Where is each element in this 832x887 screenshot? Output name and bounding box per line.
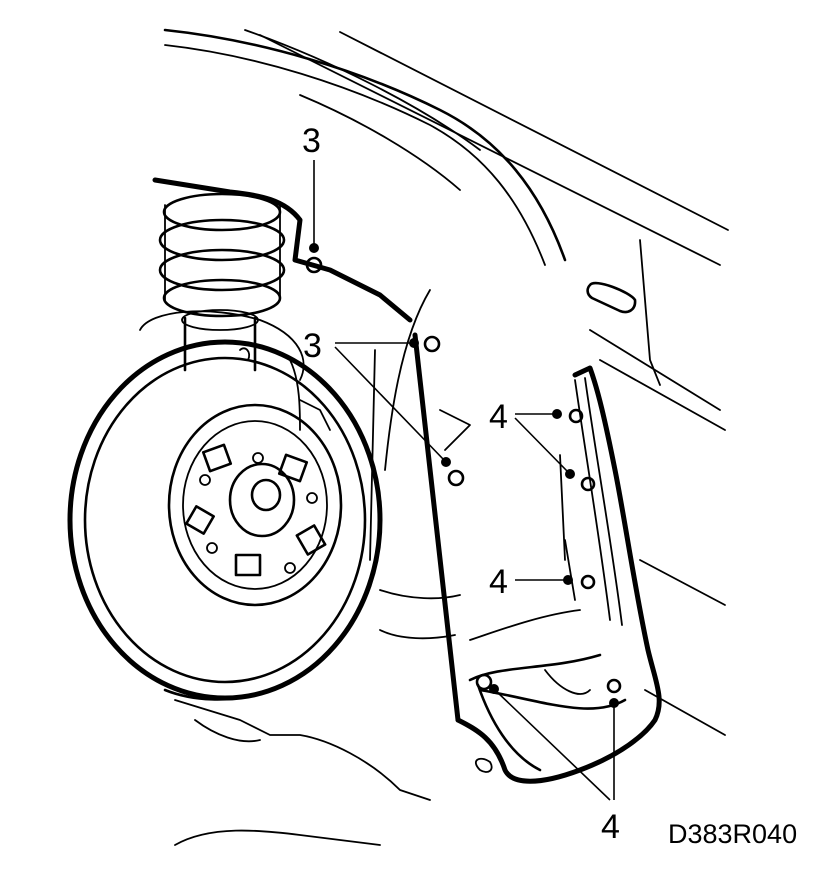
callout-3-top: 3: [302, 122, 321, 160]
callout-3-middle: 3: [303, 327, 322, 365]
callout-4-upper: 4: [489, 398, 508, 436]
figure-code: D383R040: [668, 819, 797, 849]
fender-liner-icon: [412, 332, 662, 784]
wheel-hub-icon: [67, 339, 383, 701]
callout-4-bottom: 4: [601, 808, 620, 846]
clip-fastener-icon: [305, 256, 622, 694]
callout-4-middle: 4: [489, 563, 508, 601]
callout-leaders: [309, 160, 619, 801]
lower-body: [174, 289, 493, 846]
